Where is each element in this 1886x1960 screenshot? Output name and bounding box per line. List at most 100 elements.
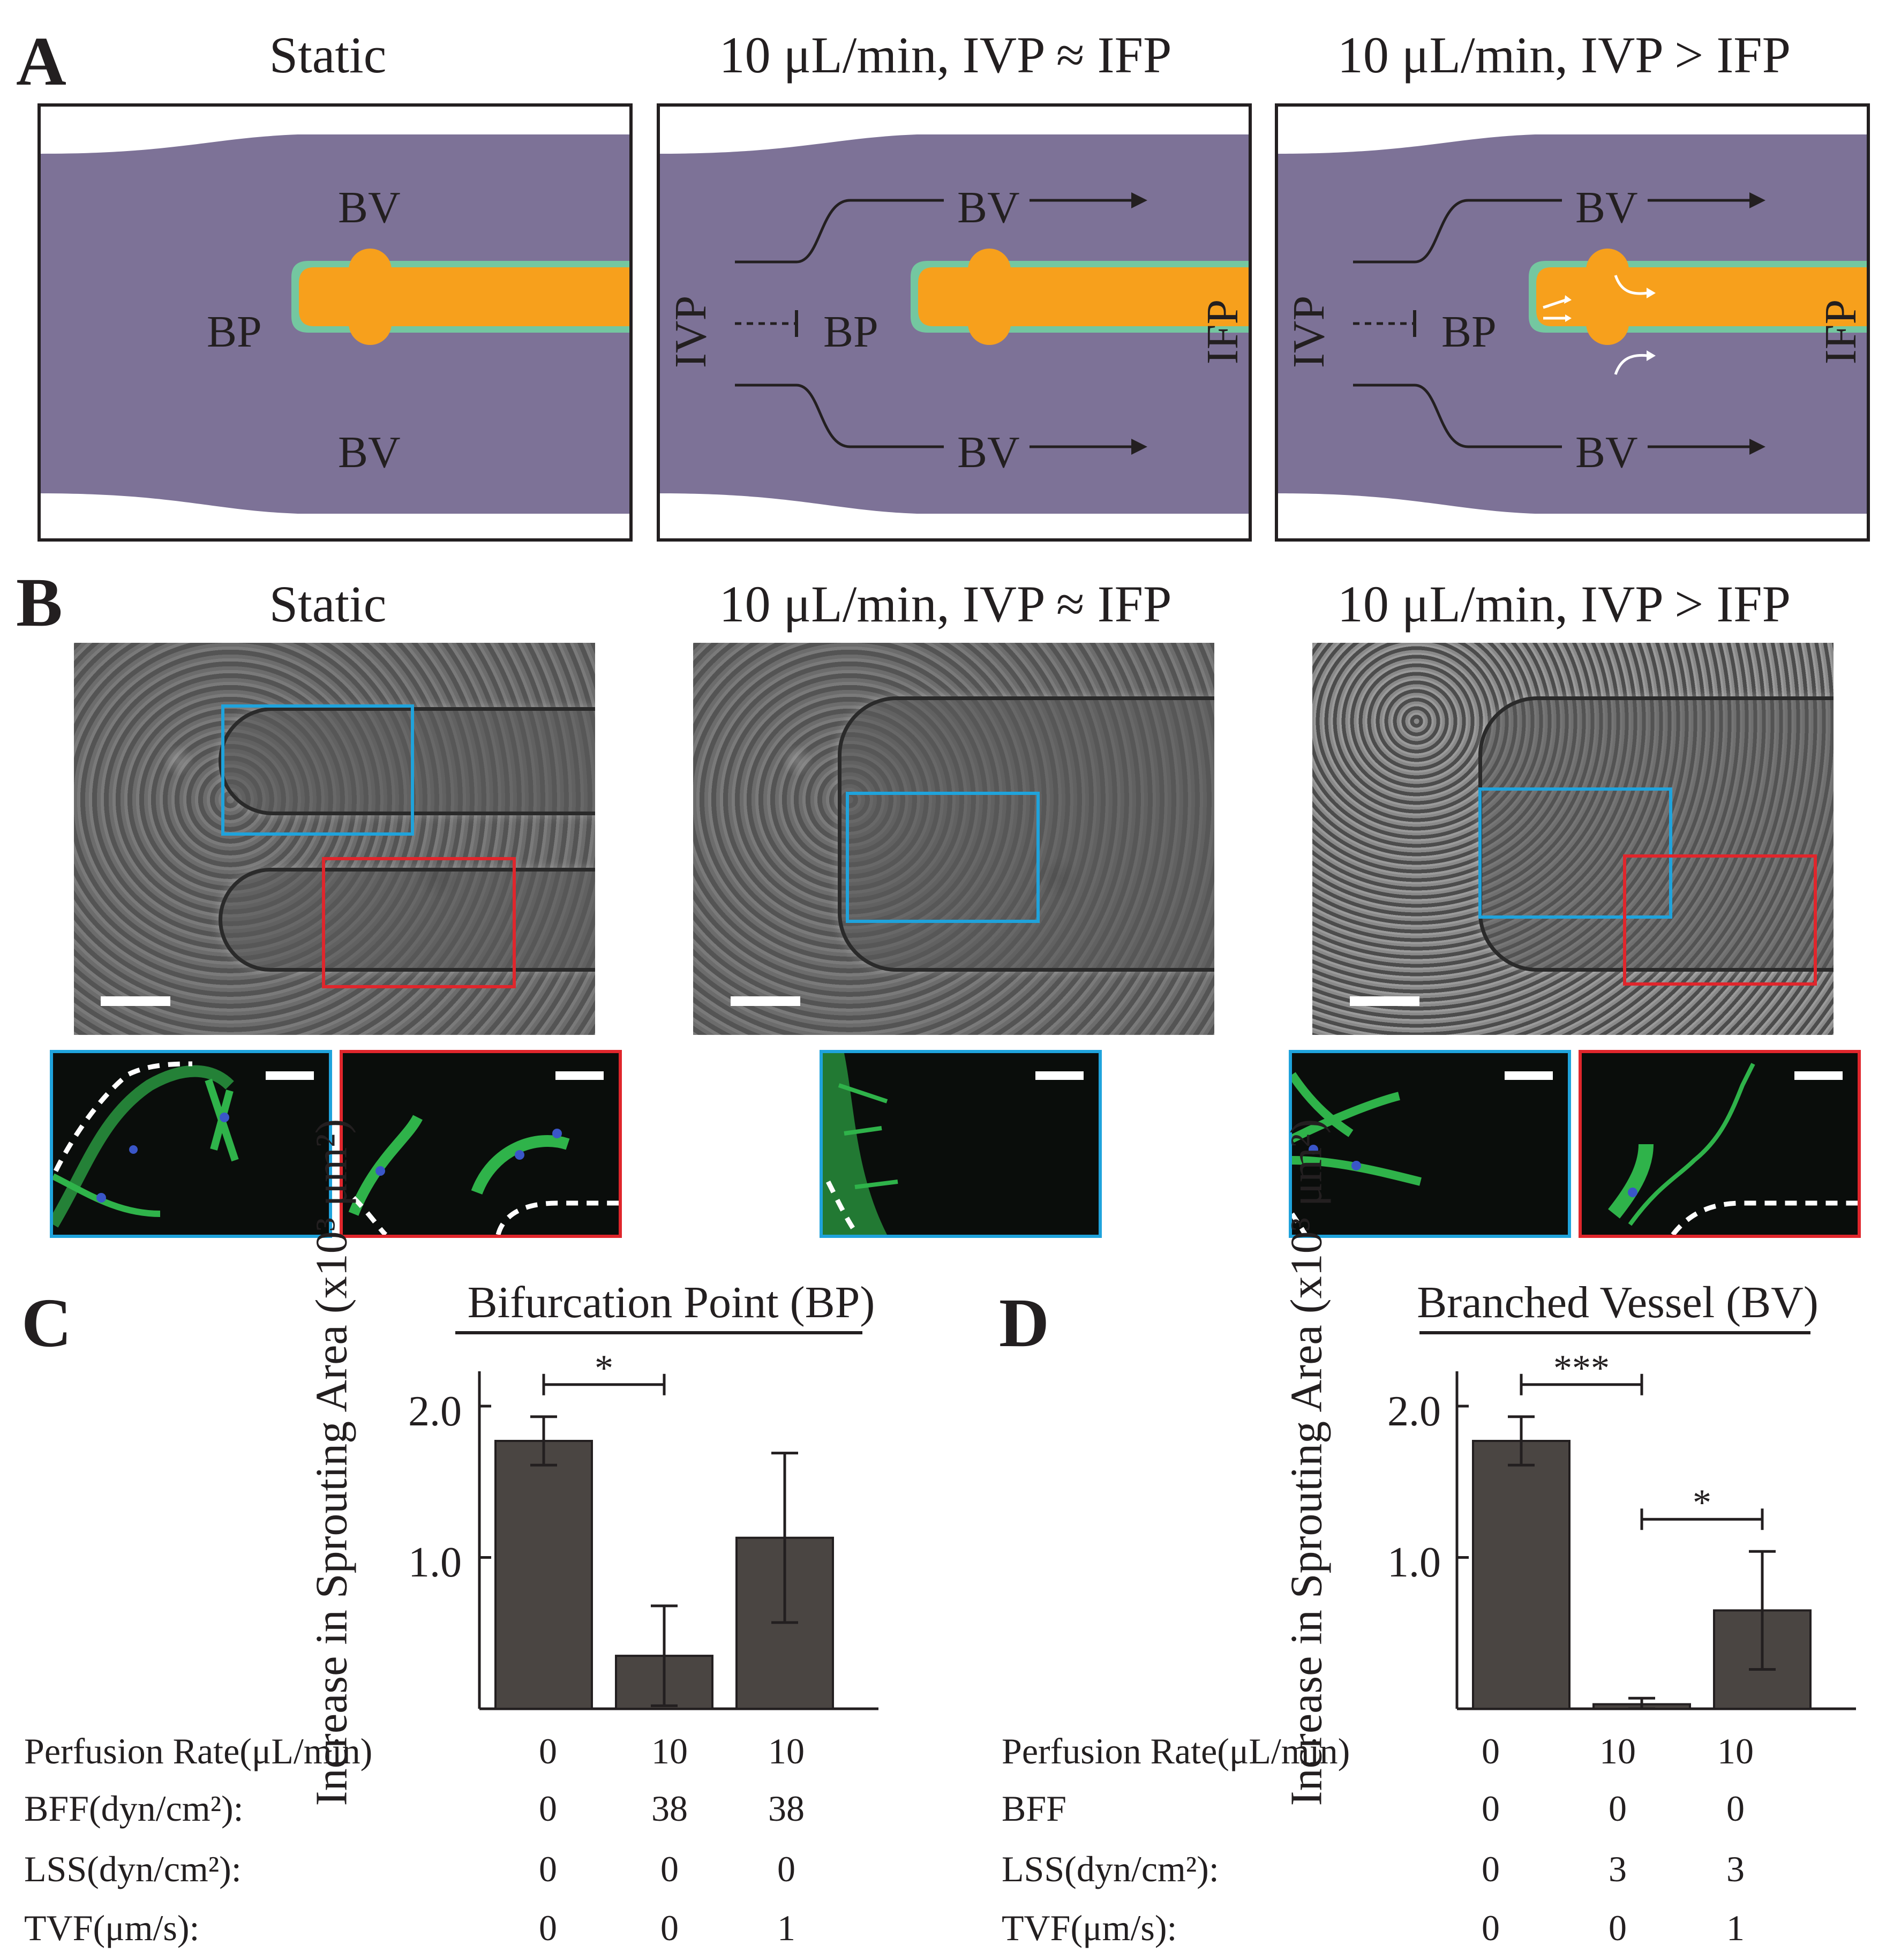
- scale-bar: [731, 996, 800, 1006]
- bar-chart-bp: *: [478, 1348, 878, 1710]
- arrow-bottom-head: [1131, 439, 1147, 455]
- row-label-d-bff: BFF: [1002, 1788, 1066, 1829]
- micrograph-static: [74, 643, 595, 1035]
- row-label-c-bff: BFF(dyn/cm²):: [24, 1788, 244, 1829]
- row-label-d-perfusion: Perfusion Rate(μL/min): [1002, 1731, 1350, 1771]
- panel-a-title-greater: 10 μL/min, IVP > IFP: [1337, 26, 1791, 84]
- panel-a-title-static: Static: [269, 26, 387, 84]
- schematic-static: BV BP BV: [37, 103, 633, 542]
- fluor-inset-equal-blue: [820, 1050, 1102, 1238]
- flow-line-top: [735, 199, 944, 264]
- row-label-c-lss: LSS(dyn/cm²):: [24, 1849, 242, 1889]
- y-axis-title-d: Increase in Sprouting Area (x10³ μm²): [1281, 1118, 1332, 1806]
- scale-bar: [101, 996, 170, 1006]
- label-bv-top: BV: [1575, 183, 1638, 232]
- d-perfusion-val-3: 10: [1717, 1731, 1754, 1771]
- bar-1: [494, 1439, 593, 1710]
- c-tvf-val-3: 1: [777, 1908, 795, 1948]
- chart-title-underline-d: [1419, 1331, 1810, 1334]
- label-ifp: IFP: [1198, 299, 1248, 365]
- d-tvf-val-1: 0: [1482, 1908, 1500, 1948]
- panel-b-title-static: Static: [269, 575, 387, 633]
- chart-title-c: Bifurcation Point (BP): [467, 1278, 875, 1327]
- gel-region: [299, 267, 629, 326]
- schematic-static-drawing: [41, 134, 629, 514]
- sig-label-0: *: [595, 1348, 613, 1389]
- panel-b-title-equal: 10 μL/min, IVP ≈ IFP: [719, 575, 1172, 633]
- panel-label-c: C: [21, 1285, 72, 1362]
- fluor-inset-greater-red: [1579, 1050, 1861, 1238]
- d-bff-val-3: 0: [1726, 1788, 1745, 1829]
- label-ifp: IFP: [1816, 299, 1866, 365]
- d-tvf-val-2: 0: [1609, 1908, 1627, 1948]
- fluor-drawing: [348, 1115, 619, 1235]
- panel-a-title-equal: 10 μL/min, IVP ≈ IFP: [719, 26, 1172, 84]
- panel-label-b: B: [16, 564, 63, 641]
- gel-center: [968, 267, 1011, 326]
- label-ivp: IVP: [1284, 295, 1334, 369]
- inset-box-red: [1623, 854, 1817, 986]
- row-label-c-tvf: TVF(μm/s):: [24, 1908, 200, 1948]
- gel-center: [1586, 267, 1629, 326]
- c-perfusion-val-1: 0: [539, 1731, 557, 1771]
- scale-bar: [555, 1071, 604, 1080]
- fluor-drawing: [53, 1061, 239, 1228]
- white-arrow-upper: [1614, 275, 1648, 295]
- label-bv-bottom: BV: [957, 427, 1020, 477]
- gel-center: [349, 267, 392, 326]
- inset-box-blue: [1478, 787, 1672, 919]
- flow-line-top: [1353, 199, 1562, 264]
- panel-label-d: D: [999, 1285, 1049, 1362]
- c-perfusion-val-2: 10: [651, 1731, 688, 1771]
- scale-bar: [266, 1071, 314, 1080]
- schematic-equal-drawing: [660, 134, 1249, 514]
- white-arrowhead-upper: [1647, 288, 1656, 298]
- fluor-inset-static-red: [340, 1050, 622, 1238]
- c-bff-val-3: 38: [768, 1788, 805, 1829]
- fluor-inset-greater-blue: [1289, 1050, 1571, 1238]
- label-bv-top: BV: [957, 183, 1020, 232]
- flow-line-bottom: [735, 384, 944, 448]
- row-label-d-lss: LSS(dyn/cm²):: [1002, 1849, 1219, 1889]
- bar-chart-bv: ****: [1455, 1348, 1856, 1710]
- label-ivp: IVP: [666, 295, 716, 369]
- arrow-top-head: [1131, 192, 1147, 208]
- fluor-drawing: [1608, 1063, 1858, 1235]
- micrograph-greater: [1312, 643, 1834, 1035]
- inset-box-blue: [221, 704, 414, 836]
- c-tvf-val-1: 0: [539, 1908, 557, 1948]
- sig-label-0: ***: [1553, 1348, 1610, 1389]
- label-bp: BP: [823, 307, 878, 357]
- c-bff-val-2: 38: [651, 1788, 688, 1829]
- fluor-drawing: [823, 1053, 898, 1235]
- inset-box-red: [322, 857, 516, 988]
- c-perfusion-val-3: 10: [768, 1731, 805, 1771]
- scale-bar: [1350, 996, 1419, 1006]
- micrograph-equal: [693, 643, 1214, 1035]
- chart-title-d: Branched Vessel (BV): [1417, 1278, 1819, 1327]
- white-arrows-inward: [1543, 298, 1568, 320]
- d-tvf-val-3: 1: [1726, 1908, 1745, 1948]
- label-bv-top: BV: [338, 183, 401, 232]
- d-bff-val-1: 0: [1482, 1788, 1500, 1829]
- scale-bar: [1035, 1071, 1084, 1080]
- channel-upper: [219, 707, 595, 815]
- d-lss-val-2: 3: [1609, 1849, 1627, 1889]
- bar-1: [1472, 1439, 1571, 1710]
- chart-title-underline-c: [455, 1331, 862, 1334]
- scale-bar: [1794, 1071, 1843, 1080]
- label-bv-bottom: BV: [338, 427, 401, 477]
- channel-lower: [219, 868, 595, 972]
- schematic-equal: BV BP BV IVP IFP: [657, 103, 1252, 542]
- row-label-c-perfusion: Perfusion Rate(μL/min): [24, 1731, 373, 1771]
- d-perfusion-val-1: 0: [1482, 1731, 1500, 1771]
- d-lss-val-3: 3: [1726, 1849, 1745, 1889]
- panel-b-title-greater: 10 μL/min, IVP > IFP: [1337, 575, 1791, 633]
- y-tick-d-1: 1.0: [1387, 1539, 1441, 1586]
- d-perfusion-val-2: 10: [1599, 1731, 1636, 1771]
- y-tick-c-1: 1.0: [408, 1539, 462, 1586]
- label-bp: BP: [1441, 307, 1497, 357]
- white-arrowheads-inward: [1564, 295, 1572, 322]
- y-axis-title-c: Increase in Sprouting Area (x10³ μm²): [306, 1118, 357, 1806]
